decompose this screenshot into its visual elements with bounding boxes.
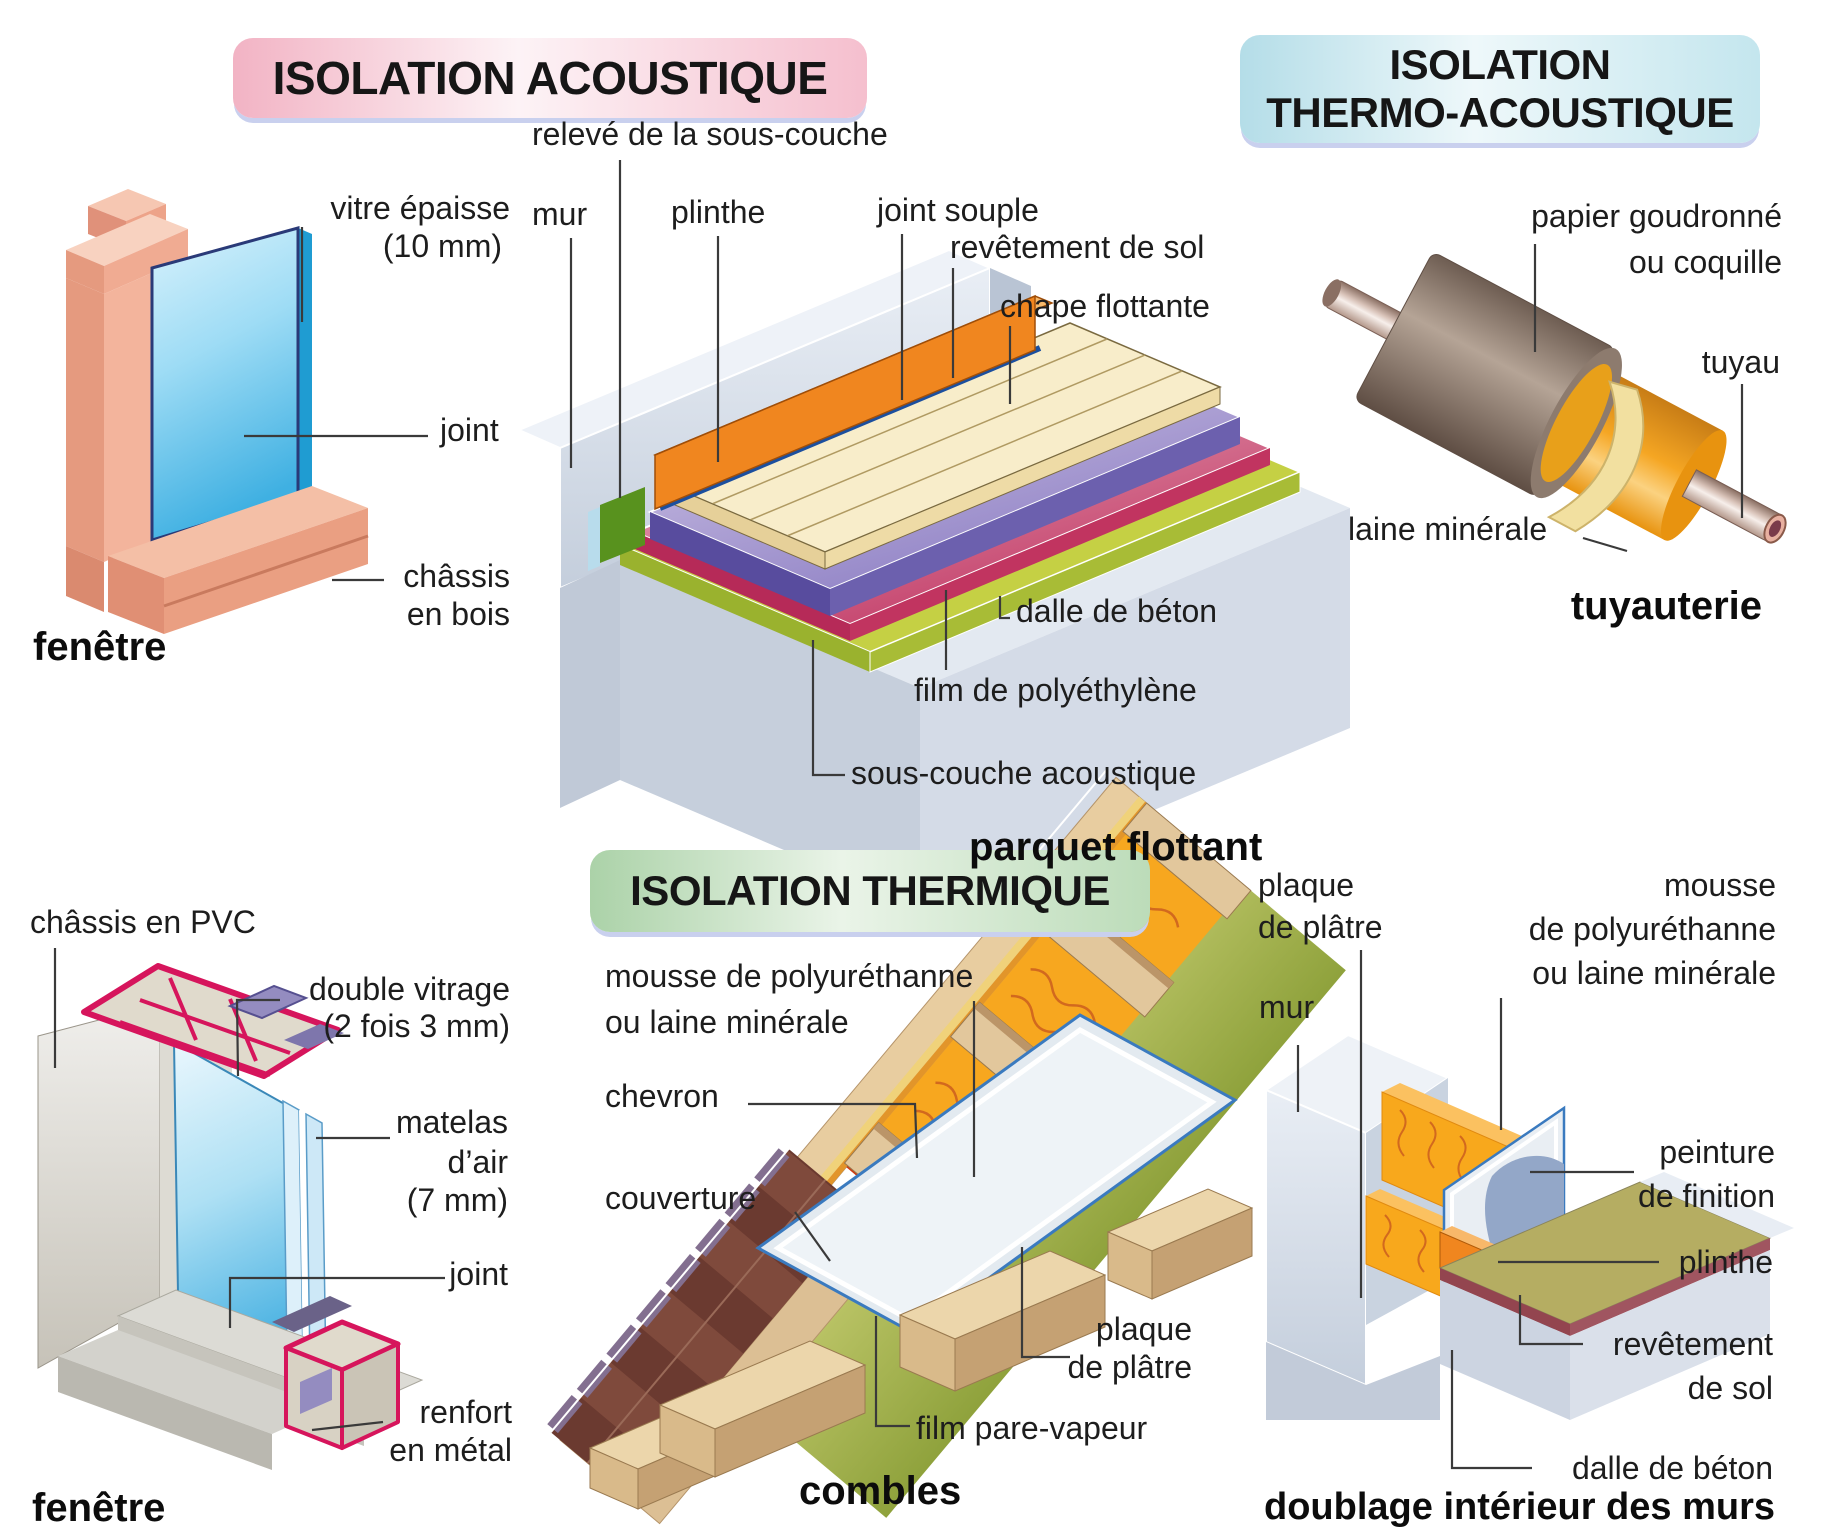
label-peinture-finition-line2: de finition xyxy=(1638,1178,1775,1214)
interior-wall-lining-illustration xyxy=(1263,1033,1794,1420)
label-chassis-bois-line1: châssis xyxy=(403,558,510,594)
label-film-pare-vapeur: film pare-vapeur xyxy=(916,1410,1148,1446)
caption-doublage-interieur: doublage intérieur des murs xyxy=(1264,1486,1775,1528)
caption-fenetre-bois: fenêtre xyxy=(33,625,167,669)
label-sous-couche-acoustique: sous-couche acoustique xyxy=(851,755,1197,791)
header-isolation-thermo-acoustique: ISOLATION THERMO-ACOUSTIQUE xyxy=(1240,35,1760,143)
label-mousse-mur-line3: ou laine minérale xyxy=(1532,955,1776,991)
label-matelas-air-line1: matelas xyxy=(395,1104,508,1140)
label-mousse-mur-line2: de polyuréthanne xyxy=(1528,911,1776,947)
label-film-polyethylene: film de polyéthylène xyxy=(914,672,1197,708)
label-peinture-finition-line1: peinture xyxy=(1659,1134,1775,1170)
label-mur-doublage: mur xyxy=(1259,989,1315,1025)
header-isolation-acoustique: ISOLATION ACOUSTIQUE xyxy=(233,38,867,118)
label-plinthe-parquet: plinthe xyxy=(671,194,766,230)
header-text-line1: ISOLATION xyxy=(1389,40,1611,88)
pvc-window-illustration xyxy=(37,963,424,1470)
label-papier-goudronne-line2: ou coquille xyxy=(1629,244,1782,280)
label-matelas-air-line3: (7 mm) xyxy=(406,1182,508,1218)
pipe-insulation-illustration xyxy=(1322,253,1787,544)
label-plaque-platre-mur-line1: plaque xyxy=(1258,867,1355,903)
label-plaque-platre-combles-line1: plaque xyxy=(1095,1311,1192,1347)
label-mousse-mur-line1: mousse xyxy=(1663,867,1776,903)
header-text: ISOLATION THERMIQUE xyxy=(630,867,1110,914)
caption-combles: combles xyxy=(799,1469,962,1513)
caption-fenetre-pvc: fenêtre xyxy=(32,1486,166,1530)
leader-lines xyxy=(53,160,1744,1470)
label-chassis-bois-line2: en bois xyxy=(406,596,510,632)
label-plaque-platre-mur-line2: de plâtre xyxy=(1258,909,1383,945)
label-revetement-sol-mur-line2: de sol xyxy=(1687,1370,1773,1406)
label-tuyau: tuyau xyxy=(1701,344,1780,380)
label-dalle-beton-parquet: dalle de béton xyxy=(1016,593,1218,629)
label-chevron: chevron xyxy=(605,1078,719,1114)
label-revetement-sol-parquet: revêtement de sol xyxy=(950,229,1205,265)
label-papier-goudronne-line1: papier goudronné xyxy=(1531,198,1782,234)
label-dalle-beton-mur: dalle de béton xyxy=(1571,1450,1773,1486)
attic-roof-illustration xyxy=(547,769,1346,1525)
label-mur-parquet: mur xyxy=(532,196,588,232)
label-joint-pvc: joint xyxy=(449,1256,508,1292)
label-joint-bois: joint xyxy=(440,412,499,448)
label-chape-flottante: chape flottante xyxy=(1000,288,1210,324)
label-matelas-air-line2: d’air xyxy=(447,1144,508,1180)
label-chassis-pvc: châssis en PVC xyxy=(30,904,256,940)
label-joint-souple: joint souple xyxy=(877,192,1039,228)
label-double-vitrage-line2: (2 fois 3 mm) xyxy=(323,1008,510,1044)
label-releve-sous-couche: relevé de la sous-couche xyxy=(532,116,888,152)
label-renfort-metal-line2: en métal xyxy=(389,1432,512,1468)
label-mousse-combles-line2: ou laine minérale xyxy=(605,1004,849,1040)
label-vitre-epaisse-line1: vitre épaisse xyxy=(330,190,510,226)
caption-tuyauterie: tuyauterie xyxy=(1570,584,1762,628)
caption-parquet-flottant: parquet flottant xyxy=(969,825,1263,869)
header-text-line2: THERMO-ACOUSTIQUE xyxy=(1266,89,1734,136)
label-vitre-epaisse-line2: (10 mm) xyxy=(382,228,502,264)
label-revetement-sol-mur-line1: revêtement xyxy=(1612,1326,1773,1362)
header-text: ISOLATION ACOUSTIQUE xyxy=(272,52,828,104)
label-couverture: couverture xyxy=(605,1180,757,1216)
label-renfort-metal-line1: renfort xyxy=(419,1394,512,1430)
header-isolation-thermique: ISOLATION THERMIQUE xyxy=(590,850,1150,932)
label-double-vitrage-line1: double vitrage xyxy=(308,971,510,1007)
floating-parquet-illustration xyxy=(516,248,1350,908)
label-plaque-platre-combles-line2: de plâtre xyxy=(1067,1349,1192,1385)
label-plinthe-doublage: plinthe xyxy=(1678,1244,1773,1280)
label-mousse-combles-line1: mousse de polyuréthanne xyxy=(605,958,974,994)
label-laine-minerale-tuyau: laine minérale xyxy=(1348,511,1548,547)
wood-window-illustration xyxy=(66,189,369,634)
